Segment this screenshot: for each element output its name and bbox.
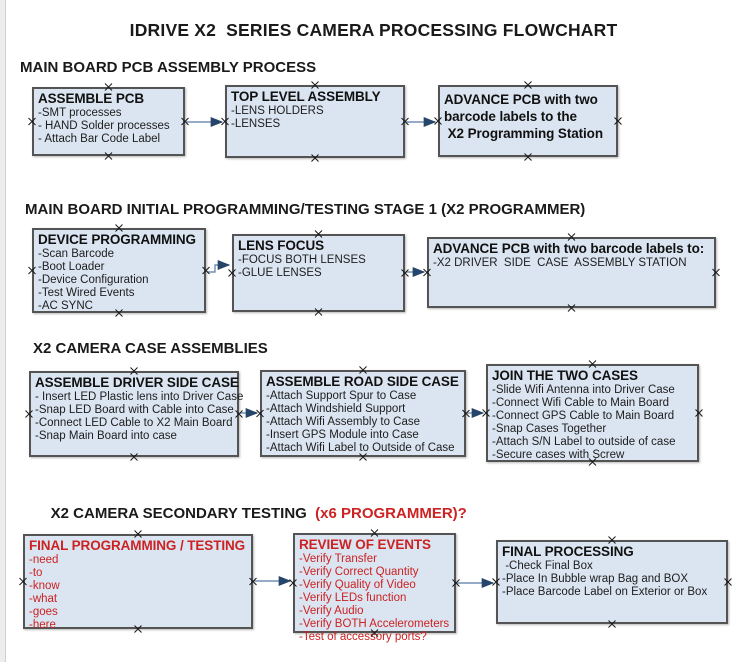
connector-device-programming-to-lens-focus[interactable] xyxy=(207,259,231,273)
box-assemble-road-side-case[interactable]: ASSEMBLE ROAD SIDE CASE -Attach Support … xyxy=(260,370,466,457)
box-title-assemble-driver-side-case: ASSEMBLE DRIVER SIDE CASE xyxy=(35,375,239,390)
box-title-top-level-assembly: TOP LEVEL ASSEMBLY xyxy=(231,89,381,104)
box-lines-join-the-two-cases: -Slide Wifi Antenna into Driver Case -Co… xyxy=(492,384,676,461)
box-join-the-two-cases[interactable]: JOIN THE TWO CASES -Slide Wifi Antenna i… xyxy=(486,364,699,462)
box-title-review-of-events: REVIEW OF EVENTS xyxy=(299,537,431,552)
section-header-initial-programming: MAIN BOARD INITIAL PROGRAMMING/TESTING S… xyxy=(25,201,586,218)
section-header-secondary-testing: X2 CAMERA SECONDARY TESTING (x6 PROGRAMM… xyxy=(34,488,467,539)
box-lines-final-processing: -Check Final Box -Place In Bubble wrap B… xyxy=(502,560,708,598)
box-title-final-processing: FINAL PROCESSING xyxy=(502,544,634,559)
box-lines-lens-focus: -FOCUS BOTH LENSES -GLUE LENSES xyxy=(238,254,366,279)
box-lens-focus[interactable]: LENS FOCUS -FOCUS BOTH LENSES -GLUE LENS… xyxy=(232,234,405,312)
box-lines-review-of-events: -Verify Transfer -Verify Correct Quantit… xyxy=(299,553,450,643)
box-device-programming[interactable]: DEVICE PROGRAMMING -Scan Barcode -Boot L… xyxy=(32,228,206,313)
box-assemble-driver-side-case[interactable]: ASSEMBLE DRIVER SIDE CASE - Insert LED P… xyxy=(29,371,244,457)
box-title-advance-to-programming-station: ADVANCE PCB with two barcode labels to t… xyxy=(444,92,603,141)
box-final-programming-testing[interactable]: FINAL PROGRAMMING / TESTING -need -to -k… xyxy=(23,534,253,631)
flowchart-title: IDRIVE X2 SERIES CAMERA PROCESSING FLOWC… xyxy=(129,20,618,40)
section-header-case-assemblies: X2 CAMERA CASE ASSEMBLIES xyxy=(33,340,268,357)
box-title-final-programming-testing: FINAL PROGRAMMING / TESTING xyxy=(29,538,246,553)
box-top-level-assembly[interactable]: TOP LEVEL ASSEMBLY -LENS HOLDERS -LENSES xyxy=(225,85,405,158)
box-lines-device-programming: -Scan Barcode -Boot Loader -Device Confi… xyxy=(38,248,149,312)
section-header-secondary-testing-red: (x6 PROGRAMMER)? xyxy=(310,505,467,522)
box-advance-to-case-assembly[interactable]: ADVANCE PCB with two barcode labels to: … xyxy=(427,237,716,308)
box-lines-top-level-assembly: -LENS HOLDERS -LENSES xyxy=(231,105,324,130)
box-lines-assemble-pcb: -SMT processes - HAND Solder processes -… xyxy=(38,107,170,145)
box-advance-to-programming-station[interactable]: ADVANCE PCB with two barcode labels to t… xyxy=(438,85,618,157)
box-title-assemble-road-side-case: ASSEMBLE ROAD SIDE CASE xyxy=(266,374,459,389)
box-lines-advance-to-case-assembly: -X2 DRIVER SIDE CASE ASSEMBLY STATION xyxy=(433,257,687,269)
section-header-pcb-assembly: MAIN BOARD PCB ASSEMBLY PROCESS xyxy=(20,59,317,76)
box-assemble-pcb[interactable]: ASSEMBLE PCB -SMT processes - HAND Solde… xyxy=(32,87,185,156)
box-title-lens-focus: LENS FOCUS xyxy=(238,238,325,253)
box-final-processing[interactable]: FINAL PROCESSING -Check Final Box -Place… xyxy=(496,540,728,624)
box-lines-assemble-driver-side-case: - Insert LED Plastic lens into Driver Ca… xyxy=(35,391,244,442)
box-title-advance-to-case-assembly: ADVANCE PCB with two barcode labels to: xyxy=(433,241,705,256)
box-title-assemble-pcb: ASSEMBLE PCB xyxy=(38,91,145,106)
box-title-device-programming: DEVICE PROGRAMMING xyxy=(38,232,196,247)
box-title-join-the-two-cases: JOIN THE TWO CASES xyxy=(492,368,638,383)
box-review-of-events[interactable]: REVIEW OF EVENTS -Verify Transfer -Verif… xyxy=(293,533,456,643)
section-header-secondary-testing-black: X2 CAMERA SECONDARY TESTING xyxy=(50,505,311,522)
box-lines-assemble-road-side-case: -Attach Support Spur to Case -Attach Win… xyxy=(266,390,455,454)
box-lines-final-programming-testing: -need -to -know -what -goes -here xyxy=(29,554,60,631)
page-edge xyxy=(0,0,6,662)
